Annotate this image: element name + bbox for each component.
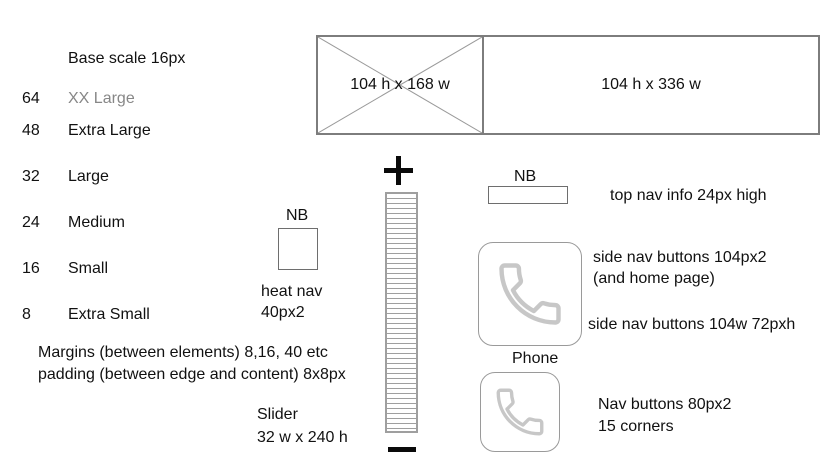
placeholder-box-small: 104 h x 168 w [316,35,484,135]
nav-small-note: Nav buttons 80px2 15 corners [598,394,731,438]
scale-size: 24 [22,214,40,231]
placeholder-small-label: 104 h x 168 w [350,76,450,93]
scale-label: Medium [68,214,125,231]
side-nav-note-line2: (and home page) [593,270,715,287]
slider-track[interactable] [385,192,418,433]
heat-nav-nb-label: NB [286,207,309,224]
placeholder-box-large: 104 h x 336 w [482,35,820,135]
scale-size: 48 [22,122,40,139]
scale-size: 16 [22,260,40,277]
x-placeholder-icon [318,37,482,133]
scale-size: 32 [22,168,40,185]
scale-label: Large [68,168,109,185]
top-nav-nb-label: NB [514,168,537,185]
scale-label: Extra Small [68,306,150,323]
nav-small-note-line2: 15 corners [598,418,674,435]
slider-note-line2: 32 w x 240 h [257,429,348,446]
heat-nav-note-line1: heat nav [261,283,323,300]
nav-small-note-line1: Nav buttons 80px2 [598,396,732,413]
side-nav-note-line1: side nav buttons 104px2 [593,249,767,266]
margins-note: Margins (between elements) 8,16, 40 etc … [38,342,346,386]
top-nav-bar[interactable] [488,186,568,204]
margins-note-line2: padding (between edge and content) 8x8px [38,366,346,383]
margins-note-line1: Margins (between elements) 8,16, 40 etc [38,344,328,361]
nav-small-phone-button[interactable] [480,372,560,452]
phone-caption: Phone [512,350,559,367]
heat-nav-box[interactable] [278,228,318,270]
heat-nav-note-line2: 40px2 [261,304,305,321]
placeholder-large-label: 104 h x 336 w [601,76,701,93]
top-nav-note: top nav info 24px high [610,187,767,204]
page-title: Base scale 16px [68,50,186,67]
scale-size: 8 [22,306,31,323]
minus-icon[interactable] [388,447,416,452]
scale-label: Small [68,260,109,277]
heat-nav-note: heat nav 40px2 [261,281,322,323]
scale-label: XX Large [68,90,135,107]
side-nav-phone-button[interactable] [478,242,582,346]
scale-label: Extra Large [68,122,151,139]
side-nav-note-line3: side nav buttons 104w 72pxh [588,316,796,333]
phone-icon [496,388,544,436]
scale-size: 64 [22,90,40,107]
side-nav-note: side nav buttons 104px2 (and home page) [593,247,766,289]
slider-note-line1: Slider [257,406,298,423]
phone-icon [499,263,561,325]
slider-note: Slider 32 w x 240 h [257,403,348,449]
